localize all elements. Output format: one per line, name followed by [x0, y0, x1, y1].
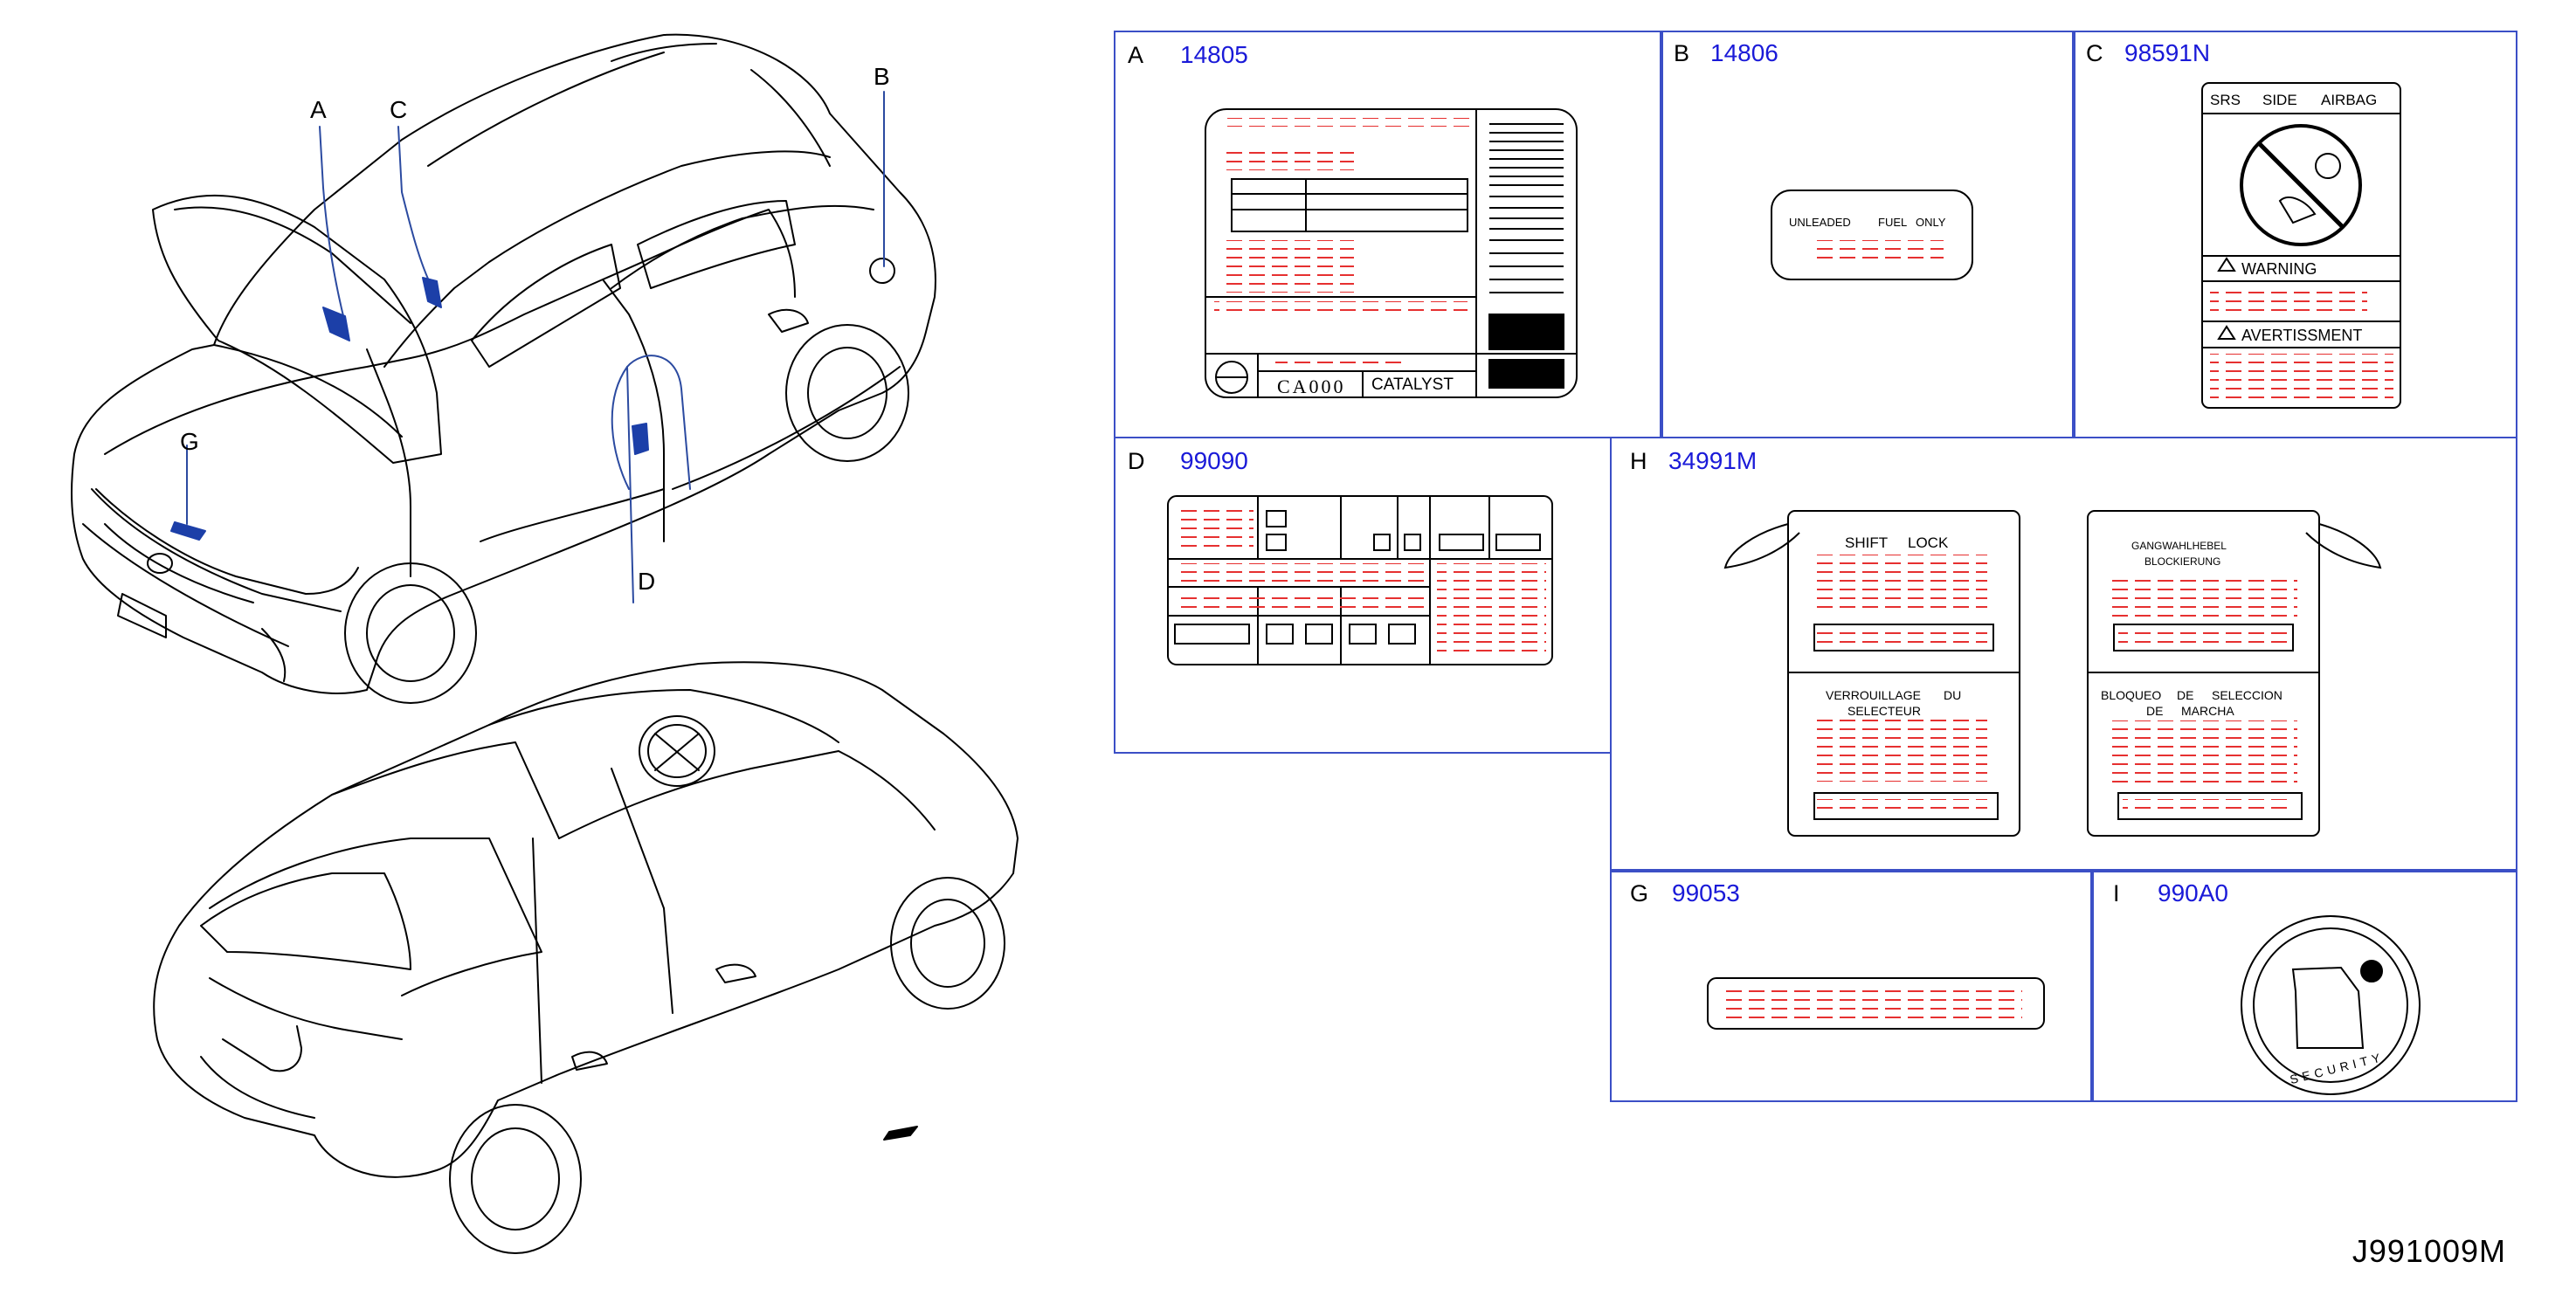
- airbag-title-3: AIRBAG: [2321, 92, 2378, 108]
- airbag-title-2: SIDE: [2262, 92, 2297, 108]
- panel-b-part-number: 14806: [1710, 39, 1778, 66]
- panel-divider-gi: [2090, 869, 2094, 1102]
- label-d-table: [1167, 495, 1553, 665]
- fuel-text-3: ONLY: [1916, 216, 1946, 229]
- gangwahl-text: GANGWAHLHEBEL: [2131, 540, 2227, 552]
- de-marcha-2: MARCHA: [2181, 704, 2234, 718]
- label-g-strip: [1707, 977, 2045, 1030]
- panel-a-letter: A: [1128, 42, 1144, 68]
- front-car-drawing: [71, 33, 936, 704]
- bloqueo-2: DE: [2177, 688, 2194, 702]
- shift-lock-2: LOCK: [1908, 534, 1949, 551]
- label-h-tags: [1723, 510, 2382, 837]
- bloqueo-1: BLOQUEO: [2101, 688, 2162, 702]
- panel-h-letter: H: [1630, 448, 1647, 474]
- panel-i-letter: I: [2113, 880, 2120, 907]
- vehicle-drawings: [71, 33, 1019, 1254]
- rear-car-drawing: [153, 661, 1019, 1254]
- panel-divider-ab: [1660, 31, 1663, 438]
- label-markers: [170, 277, 649, 541]
- small-marker: [883, 1126, 918, 1141]
- panel-divider-bc: [2072, 31, 2075, 438]
- panel-d-letter: D: [1128, 448, 1145, 474]
- panel-c-part-number: 98591N: [2124, 39, 2211, 66]
- panel-d-part-number: 99090: [1180, 447, 1248, 474]
- panel-h-part-number: 34991M: [1668, 447, 1758, 474]
- de-marcha-1: DE: [2146, 704, 2164, 718]
- shift-lock-1: SHIFT: [1845, 534, 1889, 551]
- callout-leaders: [186, 91, 885, 603]
- panel-i-part-number: 990A0: [2158, 879, 2228, 907]
- airbag-title-1: SRS: [2210, 92, 2241, 108]
- panel-g-part-number: 99053: [1672, 879, 1740, 907]
- label-i-security: [2241, 915, 2421, 1095]
- verrouillage-1: VERROUILLAGE: [1826, 688, 1921, 702]
- callout-c: C: [390, 96, 408, 123]
- selecteur-text: SELECTEUR: [1847, 704, 1922, 718]
- fuel-text-1: UNLEADED: [1789, 216, 1851, 229]
- warning-text: WARNING: [2241, 260, 2317, 278]
- diagram-id: J991009M: [2352, 1233, 2506, 1269]
- panel-c-letter: C: [2086, 40, 2103, 66]
- bloqueo-3: SELECCION: [2212, 688, 2282, 702]
- label-c-airbag: [2201, 82, 2401, 409]
- panel-b-letter: B: [1674, 40, 1690, 66]
- label-a-catalyst: [1205, 108, 1578, 398]
- avertissment-text: AVERTISSMENT: [2241, 327, 2363, 344]
- verrouillage-2: DU: [1944, 688, 1962, 702]
- callout-b: B: [874, 63, 890, 90]
- callout-g: G: [180, 428, 199, 455]
- callout-d: D: [638, 568, 656, 595]
- callout-a: A: [310, 96, 327, 123]
- panel-g-letter: G: [1630, 880, 1649, 907]
- catalyst-code: CA000: [1277, 376, 1346, 397]
- panel-a-part-number: 14805: [1180, 41, 1248, 68]
- catalyst-text: CATALYST: [1371, 376, 1454, 394]
- fuel-text-2: FUEL: [1878, 216, 1908, 229]
- blockierung-text: BLOCKIERUNG: [2144, 555, 2221, 568]
- panel-frame-h: [1610, 437, 2517, 1102]
- panel-divider-gh: [1610, 869, 2517, 872]
- label-b-fuel: [1771, 190, 1973, 280]
